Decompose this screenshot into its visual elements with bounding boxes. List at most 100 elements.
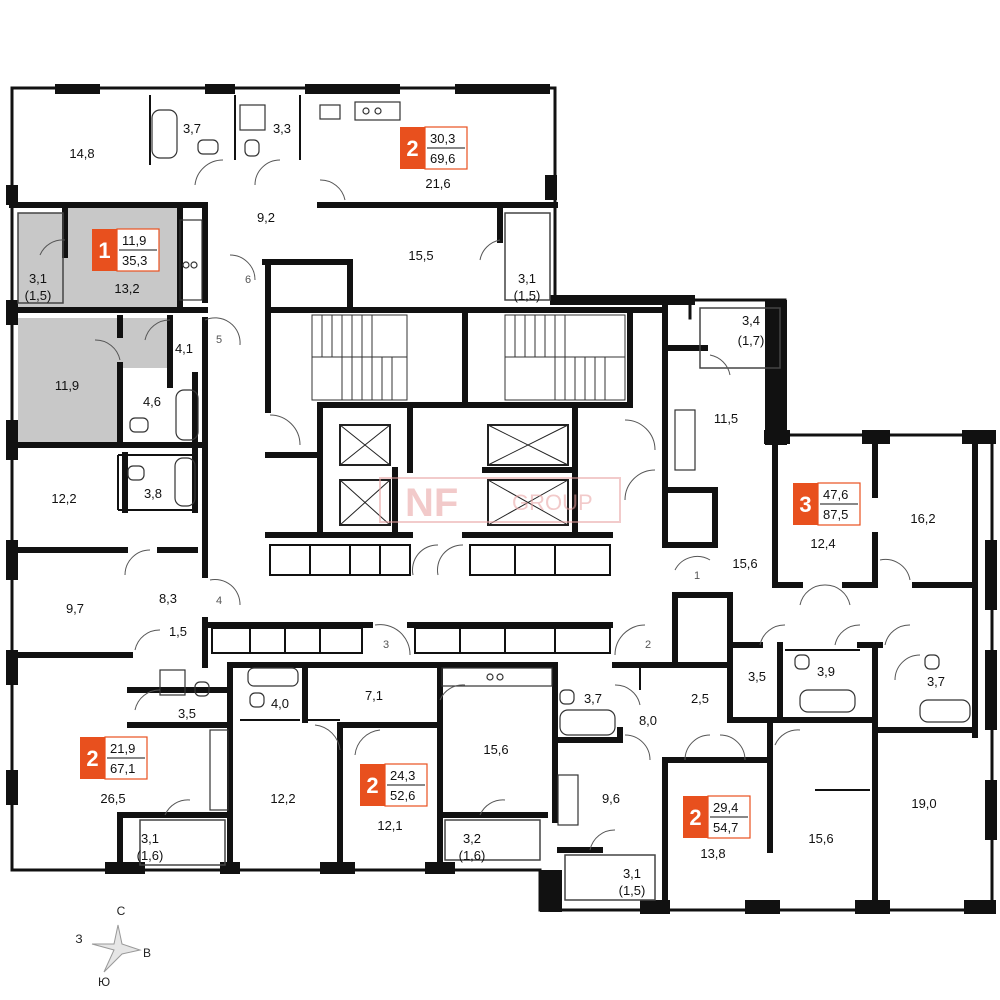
badge-rooms: 1 — [98, 238, 110, 263]
watermark-main: NF — [405, 481, 458, 525]
door-number: 4 — [216, 595, 222, 607]
badge-living-area: 24,3 — [390, 768, 415, 783]
room-area: 12,1 — [377, 818, 402, 833]
compass-west: З — [75, 932, 82, 946]
badge-total-area: 35,3 — [122, 253, 147, 268]
interior-walls — [9, 202, 978, 908]
room-area: 3,8 — [144, 486, 162, 501]
room-area: 14,8 — [69, 146, 94, 161]
door-number: 5 — [216, 334, 222, 346]
badge-total-area: 69,6 — [430, 151, 455, 166]
shafts — [211, 544, 611, 654]
room-area: 3,9 — [817, 664, 835, 679]
facade-piers — [6, 84, 997, 914]
room-area: 3,1 — [623, 866, 641, 881]
room-area: 15,6 — [732, 556, 757, 571]
watermark: NF GROUP — [379, 477, 621, 525]
badge-accent — [360, 764, 385, 806]
room-area: 3,1 — [518, 271, 536, 286]
room-area: 7,1 — [365, 688, 383, 703]
room-area: 8,0 — [639, 713, 657, 728]
badge-living-area: 47,6 — [823, 487, 848, 502]
apartment-badge[interactable]: 2 30,3 69,6 — [400, 126, 468, 170]
badge-accent — [683, 796, 708, 838]
room-area: 9,7 — [66, 601, 84, 616]
room-area: 3,1 — [29, 271, 47, 286]
fixtures — [127, 101, 971, 826]
room-area: 26,5 — [100, 791, 125, 806]
room-area: 15,6 — [483, 742, 508, 757]
door-numbers: 6 5 4 3 2 1 — [216, 274, 700, 651]
apartment-badge[interactable]: 1 11,9 35,3 — [92, 228, 160, 272]
room-area: 9,6 — [602, 791, 620, 806]
room-area: 3,3 — [273, 121, 291, 136]
room-area: 19,0 — [911, 796, 936, 811]
room-area: (1,6) — [459, 848, 486, 863]
door-number: 3 — [383, 639, 389, 651]
room-area: 12,4 — [810, 536, 835, 551]
badge-rooms: 3 — [799, 492, 811, 517]
room-area: 13,8 — [700, 846, 725, 861]
room-area: 9,2 — [257, 210, 275, 225]
room-area: 1,5 — [169, 624, 187, 639]
room-area: 11,9 — [55, 378, 79, 393]
badge-accent — [793, 483, 818, 525]
room-area: 3,5 — [748, 669, 766, 684]
compass-south: Ю — [98, 975, 110, 989]
badge-rooms: 2 — [86, 746, 98, 771]
badge-accent — [92, 229, 117, 271]
badge-total-area: 52,6 — [390, 788, 415, 803]
room-area: 13,2 — [114, 281, 139, 296]
elevators — [339, 424, 569, 526]
badge-rooms: 2 — [406, 136, 418, 161]
watermark-sub: GROUP — [512, 490, 593, 515]
room-area: 11,5 — [714, 411, 738, 426]
compass: С В Ю З — [75, 904, 151, 989]
room-area: 4,6 — [143, 394, 161, 409]
door-number: 2 — [645, 639, 651, 651]
room-area: 3,5 — [178, 706, 196, 721]
badge-accent — [400, 127, 425, 169]
stairs — [311, 314, 626, 401]
compass-rose-icon — [91, 924, 142, 973]
room-area: 12,2 — [51, 491, 76, 506]
room-area: 3,7 — [584, 691, 602, 706]
apartment-badge[interactable]: 2 21,9 67,1 — [80, 736, 148, 780]
door-swings — [39, 159, 921, 851]
room-area: 3,4 — [742, 313, 760, 328]
compass-north: С — [117, 904, 126, 918]
room-area: (1,7) — [738, 333, 765, 348]
selected-apartment-fill — [18, 208, 180, 443]
room-area: 4,1 — [175, 341, 193, 356]
room-area: 4,0 — [271, 696, 289, 711]
badge-living-area: 11,9 — [122, 233, 146, 248]
door-number: 1 — [694, 570, 700, 582]
badge-living-area: 30,3 — [430, 131, 455, 146]
badge-total-area: 54,7 — [713, 820, 738, 835]
room-area: (1,6) — [137, 848, 164, 863]
badge-accent — [80, 737, 105, 779]
room-area: 15,6 — [808, 831, 833, 846]
room-area: 3,7 — [183, 121, 201, 136]
balconies — [17, 212, 781, 901]
room-area: 16,2 — [910, 511, 935, 526]
room-area: (1,5) — [514, 288, 541, 303]
room-area: 2,5 — [691, 691, 709, 706]
room-area: 8,3 — [159, 591, 177, 606]
thin-partitions — [117, 95, 870, 791]
badge-living-area: 29,4 — [713, 800, 738, 815]
apartment-badge[interactable]: 2 24,3 52,6 — [360, 763, 428, 807]
room-area: (1,5) — [25, 288, 52, 303]
room-area: 12,2 — [270, 791, 295, 806]
room-area: 15,5 — [408, 248, 433, 263]
apartment-badge[interactable]: 2 29,4 54,7 — [683, 795, 751, 839]
compass-east: В — [143, 946, 151, 960]
door-number: 6 — [245, 274, 251, 286]
badge-rooms: 2 — [366, 773, 378, 798]
room-area: 3,2 — [463, 831, 481, 846]
badge-living-area: 21,9 — [110, 741, 135, 756]
badge-total-area: 87,5 — [823, 507, 848, 522]
apartment-badge[interactable]: 3 47,6 87,5 — [793, 482, 861, 526]
room-area: (1,5) — [619, 883, 646, 898]
